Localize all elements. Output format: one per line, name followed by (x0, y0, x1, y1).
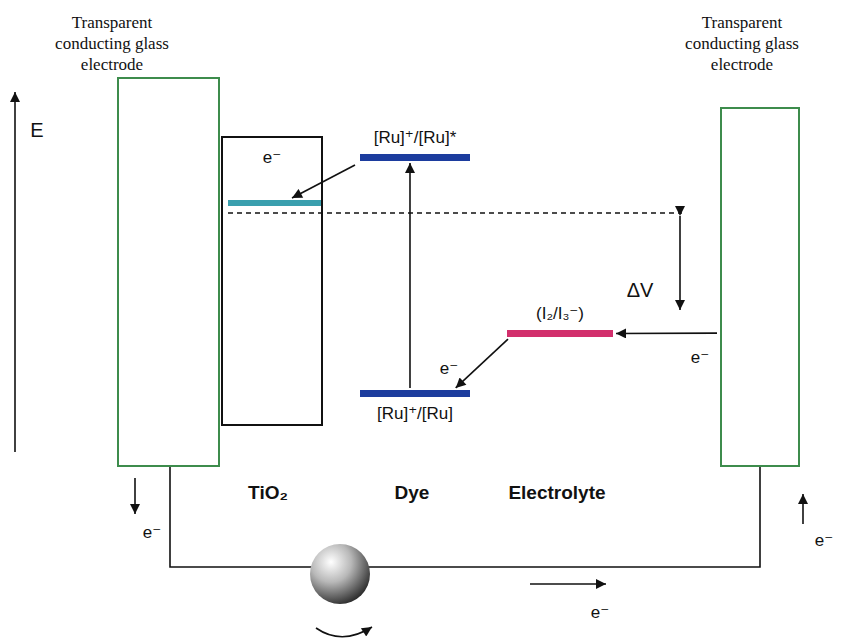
transfer-arrow (456, 339, 508, 388)
energy-axis (14, 92, 16, 452)
electrode-heading: Transparent conducting glass electrode (672, 12, 812, 75)
current-arrow (134, 478, 136, 514)
level-label: (I₂/I₃⁻) (536, 303, 584, 324)
glass-electrode: Transparent conducting glass electrode (117, 77, 220, 467)
column-label: Dye (395, 482, 430, 504)
voltage-label: ΔV (627, 279, 654, 302)
energy-level: [Ru]⁺/[Ru] (360, 390, 470, 397)
electrode-heading: Transparent conducting glass electrode (42, 12, 182, 75)
axis-label: E (30, 119, 43, 142)
fermi-level (228, 212, 682, 213)
electron-label: e⁻ (691, 347, 709, 368)
current-arrow (530, 583, 606, 585)
rotation-arrow (316, 627, 372, 637)
electron-label: e⁻ (815, 530, 833, 551)
conduction-band (228, 200, 321, 206)
transfer-arrow (616, 332, 717, 334)
voltage-arrow (679, 216, 681, 310)
energy-level: (I₂/I₃⁻) (507, 330, 613, 337)
transfer-arrow (409, 163, 411, 388)
level-label: [Ru]⁺/[Ru]* (374, 127, 457, 148)
energy-level: [Ru]⁺/[Ru]* (360, 154, 470, 161)
load-sphere (310, 544, 370, 604)
column-label: TiO₂ (248, 482, 288, 504)
electron-label: e⁻ (440, 358, 458, 379)
electron-label: e⁻ (263, 147, 281, 168)
level-label: [Ru]⁺/[Ru] (377, 403, 453, 424)
injection-arrow (292, 165, 355, 198)
glass-electrode: Transparent conducting glass electrode (720, 107, 800, 467)
current-arrow (802, 494, 804, 524)
electron-label: e⁻ (143, 522, 161, 543)
column-label: Electrolyte (508, 482, 605, 504)
tio2-block (222, 137, 322, 425)
electron-label: e⁻ (591, 602, 609, 623)
circuit-wire (170, 467, 760, 567)
